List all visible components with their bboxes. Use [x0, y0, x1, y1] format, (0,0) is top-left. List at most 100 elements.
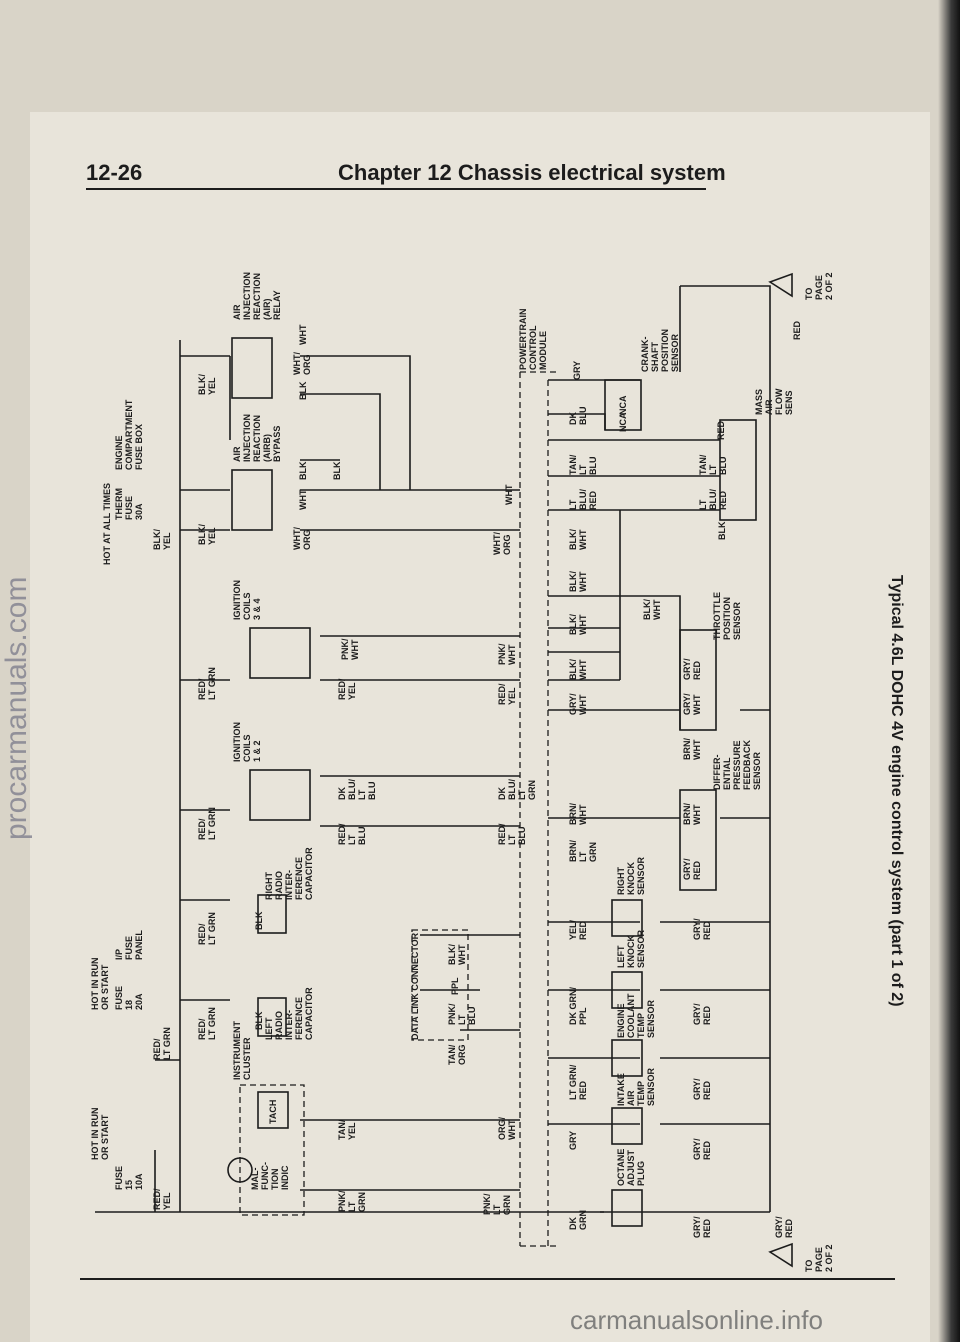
wire-lt-grn-red: LT GRN/ RED	[568, 1062, 588, 1100]
wire-network	[95, 285, 771, 1247]
therm-fuse: THERM FUSE 30A	[114, 485, 144, 520]
hot-run-start-18: HOT IN RUN OR START	[90, 955, 110, 1010]
wire-wht-org-3: WHT/ ORG	[492, 529, 512, 555]
wire-blk-3: BLK	[298, 381, 308, 400]
hot-run-start-15: HOT IN RUN OR START	[90, 1105, 110, 1160]
bottom-rule	[80, 1278, 895, 1280]
to-page-arrow-bottom	[768, 1242, 793, 1268]
wire-gry-red-tps: GRY/ RED	[682, 656, 702, 680]
wire-pnk-wht-1: PNK/ WHT	[340, 636, 360, 660]
right-knock-label: RIGHT KNOCK SENSOR	[616, 856, 646, 895]
wire-tan-lt-blu-1: TAN/ LT BLU	[568, 452, 598, 475]
wire-dk-blu-lt-blu-1: DK BLU/ LT BLU	[337, 776, 377, 800]
wire-brn-wht-2: BRN/ WHT	[682, 800, 702, 825]
air-bypass-box	[231, 469, 273, 531]
wire-dk-grn-ppl: DK GRN/ PPL	[568, 984, 588, 1025]
wire-gry-1: GRY	[572, 361, 582, 380]
wire-pnk-lt-grn-2: PNK/ LT GRN	[482, 1191, 512, 1215]
wire-tan-lt-blu-2: TAN/ LT BLU	[698, 452, 728, 475]
mil-label: MAL- FUNC- TION INDIC	[250, 1159, 290, 1190]
to-page-arrow-top	[768, 272, 793, 298]
wire-gry-red-bottom: GRY/ RED	[774, 1214, 794, 1238]
wire-brn-wht-1: BRN/ WHT	[568, 800, 588, 825]
wire-nca-1: NCA	[618, 395, 628, 415]
component-labels: AIR INJECTION REACTION (AIR) RELAY AIR I…	[232, 269, 834, 1272]
octane-plug-box	[611, 1189, 643, 1227]
wire-dk-blu: DK BLU	[568, 407, 588, 426]
power-labels: HOT IN RUN OR START FUSE 15 10A HOT IN R…	[90, 399, 144, 1190]
ckp-label: CRANK- SHAFT POSITION SENSOR	[640, 326, 680, 372]
tach-box	[257, 1091, 289, 1129]
wire-nca-2: NCA	[618, 412, 628, 432]
wire-red-yel: RED/ YEL	[152, 1186, 172, 1210]
octane-label: OCTANE ADJUST PLUG	[616, 1146, 646, 1186]
wire-tan-yel: TAN/ YEL	[337, 1117, 357, 1140]
to-page-top-label: TO PAGE 2 OF 2	[804, 272, 834, 300]
air-relay-label: AIR INJECTION REACTION (AIR) RELAY	[232, 269, 282, 320]
right-capacitor-label: RIGHT RADIO INTER- FERENCE CAPACITOR	[264, 847, 314, 900]
tach-label: TACH	[268, 1100, 278, 1124]
dlc-label: DATA LINK CONNECTOR	[410, 932, 420, 1040]
dpfe-label: DIFFER- ENTIAL PRESSURE FEEDBACK SENSOR	[712, 737, 762, 790]
page-header: 12-26 Chapter 12 Chassis electrical syst…	[86, 160, 726, 190]
wire-blk-5: BLK	[254, 911, 264, 930]
wire-red-lt-grn-3: RED/ LT GRN	[197, 912, 217, 945]
right-knock-box	[611, 899, 643, 937]
wire-gry-red-oct: GRY/ RED	[692, 1214, 712, 1238]
wire-red-maf: RED	[716, 420, 726, 440]
wire-blk-4: BLK	[717, 521, 727, 540]
wire-wht-org-1: WHT/ ORG	[292, 524, 312, 550]
wire-gry-red-ect: GRY/ RED	[692, 1076, 712, 1100]
wire-dk-blu-lt-grn: DK BLU/ LT GRN	[497, 776, 537, 800]
wire-red-lt-blu-2: RED/ LT BLU	[497, 821, 527, 845]
left-knock-box	[611, 971, 643, 1009]
wire-pnk-wht-2: PNK/ WHT	[497, 641, 517, 665]
wire-wht-org-2: WHT/ ORG	[292, 349, 312, 375]
wire-org-wht: ORG/ WHT	[497, 1114, 517, 1140]
left-knock-label: LEFT KNOCK SENSOR	[616, 929, 646, 968]
air-bypass-label: AIR INJECTION REACTION (AIRB) BYPASS	[232, 411, 282, 462]
wire-blk-wht-1: BLK/ WHT	[568, 526, 588, 550]
wire-blk-wht-5: BLK/ WHT	[642, 596, 662, 620]
ignition-coils-12-box	[249, 769, 311, 821]
wire-blk-yel-1: BLK/ YEL	[152, 526, 172, 550]
wire-wht-3: WHT	[504, 484, 514, 505]
wire-gry-red-dpfe: GRY/ RED	[682, 856, 702, 880]
wire-lt-blu-red-1: LT BLU/ RED	[568, 486, 598, 510]
book-binding-shadow	[938, 0, 960, 1342]
wire-blk-wht-2: BLK/ WHT	[568, 568, 588, 592]
tps-label: THROTTLE POSITION SENSOR	[712, 589, 742, 640]
ip-fuse-panel: I/P FUSE PANEL	[114, 930, 144, 960]
ign-coils-12-label: IGNITION COILS 1 & 2	[232, 719, 262, 762]
wire-lt-blu-red-2: LT BLU/ RED	[698, 486, 728, 510]
wire-gry-2: GRY	[568, 1131, 578, 1150]
fuse-18: FUSE 18 20A	[114, 983, 144, 1010]
wire-gry-red-lk: GRY/ RED	[692, 1001, 712, 1025]
wire-brn-wht-dpfe: BRN/ WHT	[682, 735, 702, 760]
data-link-connector-box	[411, 929, 469, 1041]
wire-gry-wht-2: GRY/ WHT	[682, 691, 702, 715]
crankshaft-sensor-box	[604, 379, 642, 431]
wire-red-lt-grn-1: RED/ LT GRN	[152, 1027, 172, 1060]
wire-blk-wht-dlc: BLK/ WHT	[447, 941, 467, 965]
bottom-watermark: carmanualsonline.info	[570, 1305, 823, 1335]
wire-red-yel-2: RED/ YEL	[497, 681, 517, 705]
wire-red-lt-grn-5: RED/ LT GRN	[197, 667, 217, 700]
wire-blk-2: BLK	[332, 461, 342, 480]
wire-blk-wht-4: BLK/ WHT	[568, 656, 588, 680]
left-capacitor-box	[257, 997, 287, 1037]
maf-label: MASS AIR FLOW SENS	[754, 386, 794, 415]
maf-box	[719, 419, 757, 521]
wire-gry-wht-1: GRY/ WHT	[568, 691, 588, 715]
ect-box	[611, 1039, 643, 1077]
wire-pnk-lt-blu: PNK/ LT BLU	[447, 1001, 477, 1025]
wire-blk-wht-3: BLK/ WHT	[568, 611, 588, 635]
instrument-cluster-box	[239, 1084, 305, 1216]
wire-yel-red: YEL/ RED	[568, 917, 588, 940]
hot-at-all-times: HOT AT ALL TIMES	[102, 483, 112, 565]
iat-box	[611, 1107, 643, 1145]
wire-red-lt-grn-6: RED/ YEL	[337, 676, 357, 700]
mil-lamp	[227, 1157, 253, 1183]
fuse-15: FUSE 15 10A	[114, 1163, 144, 1190]
